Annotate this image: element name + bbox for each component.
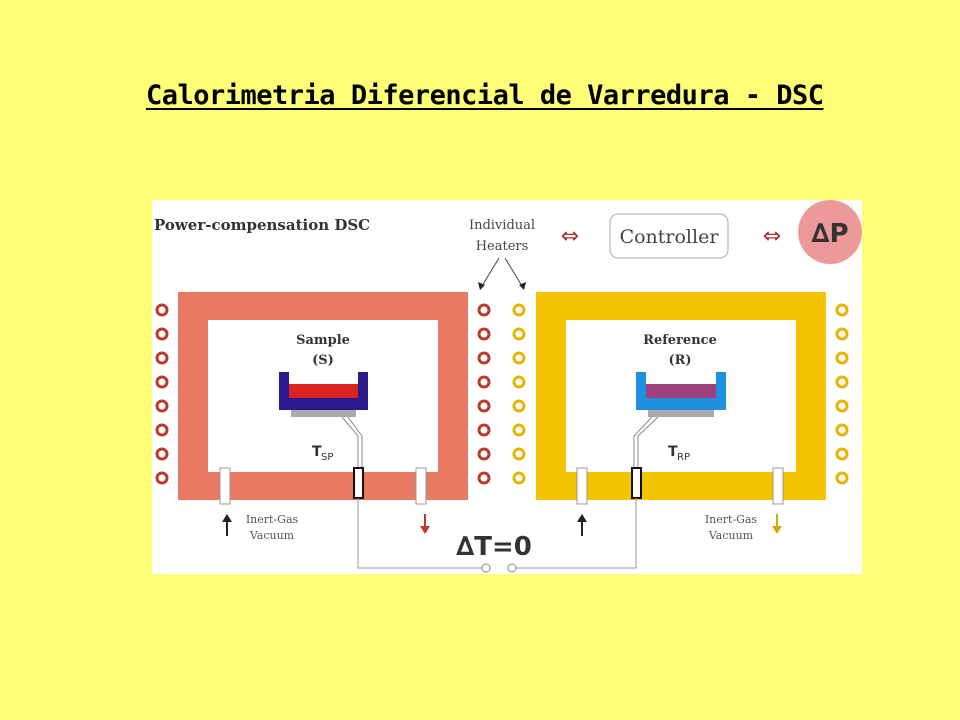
reference-label-line2: (R) [668,353,691,368]
double-arrow-left-icon: ⇔ [561,224,579,249]
reference-pan [636,372,726,417]
gas-in-arrow-icon-left [222,514,232,536]
sample-gas-label-line1: Inert-Gas [246,513,299,526]
controller-box [609,213,729,259]
sample-coil-left [155,303,169,485]
reference-label-line1: Reference [643,333,717,348]
panel-label: Power-compensation DSC [154,216,370,234]
sample-coil-right [477,303,491,485]
reference-gas-label-line2: Vacuum [708,529,754,542]
reference-temperature-subscript: RP [677,452,690,463]
sample-label-line2: (S) [312,353,334,368]
sample-pan [279,372,368,417]
slide-title: Calorimetria Diferencial de Varredura - … [146,80,824,111]
controller-label: Controller [620,226,720,248]
delta-p-circle [798,200,862,264]
double-arrow-right-icon: ⇔ [763,224,781,249]
dsc-diagram: Power-compensation DSC Individual Heater… [152,200,862,574]
terminal-right [507,563,517,573]
gas-out-arrow-icon-right [772,514,782,534]
heater-pointer-left [481,257,500,287]
gas-out-arrow-icon-left [420,514,430,534]
reference-coil-right [835,303,849,485]
sample-gas-inlet [219,467,231,505]
sample-thermocouple [341,416,363,472]
gas-in-arrow-icon-right [577,514,587,536]
dsc-diagram-svg: Power-compensation DSC Individual Heater… [154,200,862,573]
reference-gas-inlet [576,467,588,505]
reference-temperature-label: T [668,444,678,460]
heater-pointer-right [504,257,523,287]
sample-gas-label-line2: Vacuum [249,529,295,542]
reference-coil-left [512,303,526,485]
heaters-label-line1: Individual [469,218,535,233]
terminal-left [481,563,491,573]
sample-temperature-subscript: SP [321,452,333,463]
reference-thermocouple [633,416,659,472]
sample-gas-outlet [415,467,427,505]
circuit-wire-left [357,498,482,569]
reference-junction [631,467,642,499]
heater-pointer-right-head [519,282,526,290]
sample-junction [353,467,364,499]
heaters-label-line2: Heaters [476,239,529,254]
sample-label-line1: Sample [296,333,350,348]
reference-gas-outlet [772,467,784,505]
reference-gas-label-line1: Inert-Gas [705,513,758,526]
circuit-wire-right [516,498,637,569]
sample-temperature-label: T [312,444,322,460]
heater-pointer-left-head [478,282,485,290]
delta-p-label: ∆P [811,219,848,249]
delta-t-label: ∆T=0 [456,532,532,562]
